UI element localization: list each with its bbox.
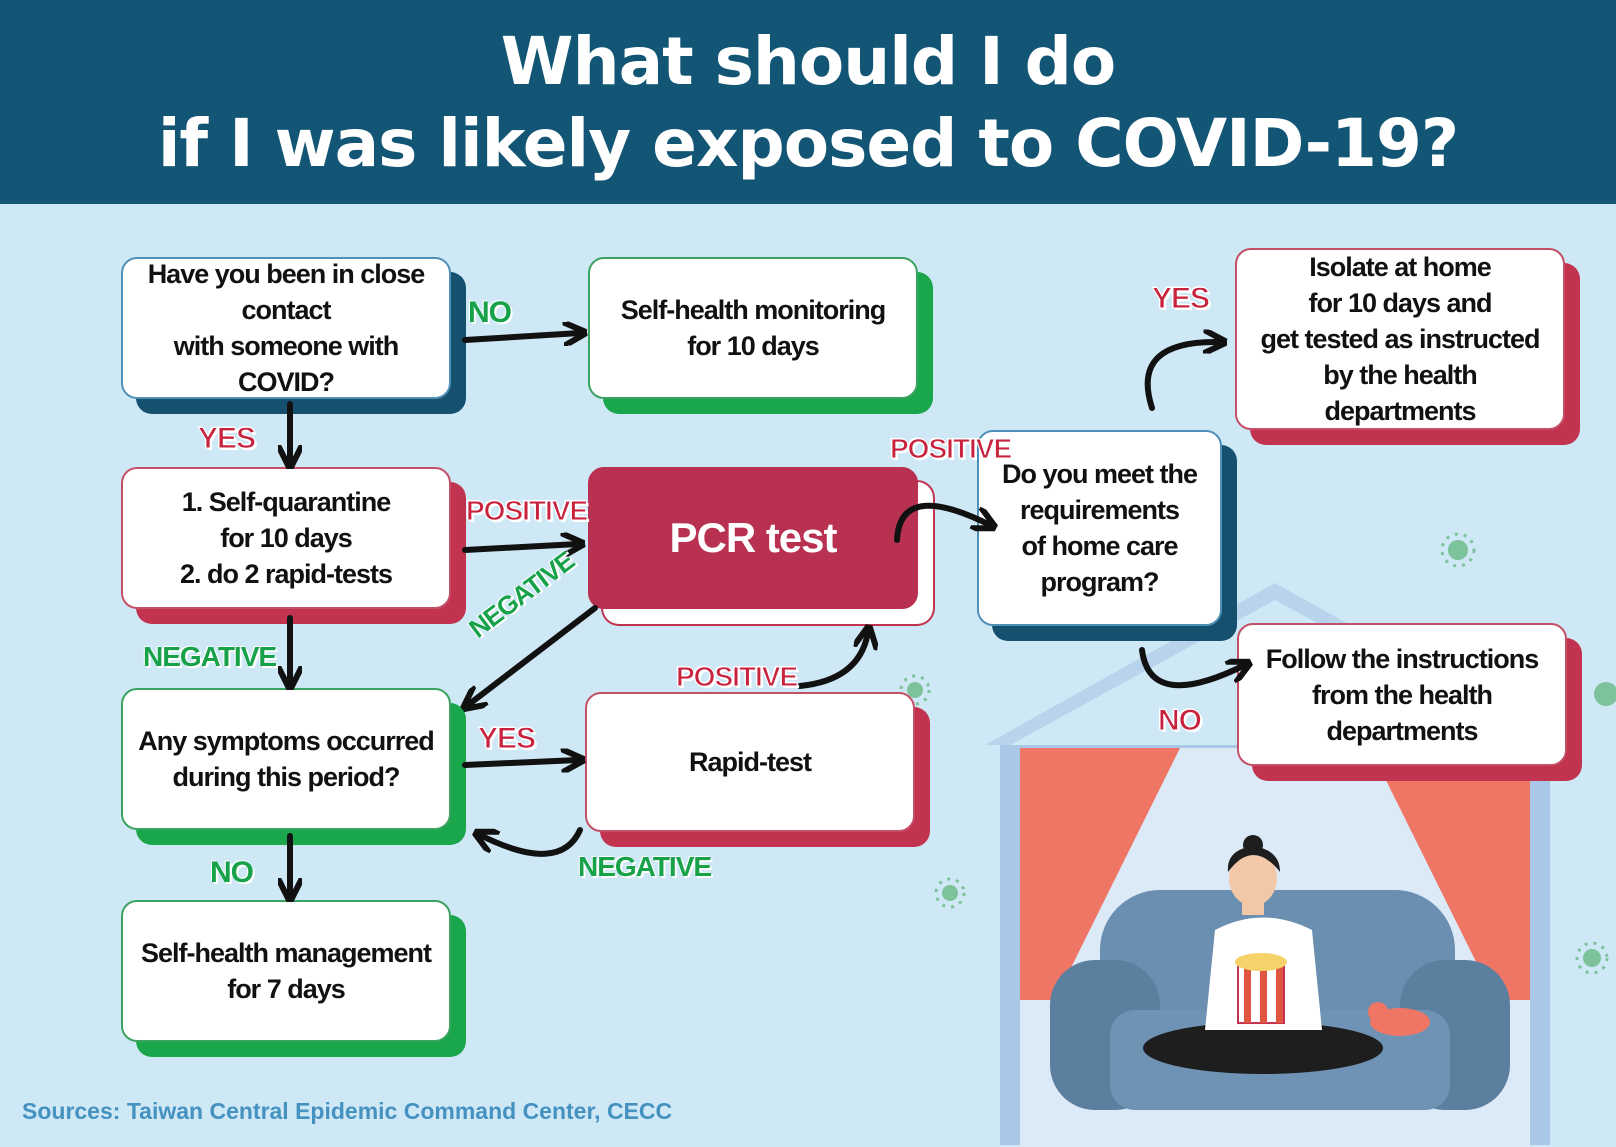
- self-management-box: Self-health management for 7 days: [121, 900, 451, 1042]
- label-positive: POSITIVE: [889, 433, 1012, 465]
- virus-icon: [1440, 532, 1476, 568]
- isolate-box: Isolate at home for 10 days and get test…: [1235, 248, 1565, 430]
- arrow-icon: [797, 632, 868, 689]
- follow-instructions-box: Follow the instructions from the health …: [1237, 623, 1567, 766]
- source-credit: Sources: Taiwan Central Epidemic Command…: [22, 1098, 673, 1124]
- close-contact-box: Have you been in close contact with some…: [121, 257, 451, 399]
- arrow-icon: [1144, 342, 1220, 411]
- label-positive: POSITIVE: [675, 661, 798, 693]
- label-no: NO: [1158, 704, 1203, 738]
- virus-icon: [899, 674, 931, 706]
- self-monitoring-box: Self-health monitoring for 10 days: [588, 257, 918, 399]
- pcr-test-box: PCR test: [588, 467, 918, 609]
- virus-icon: [1575, 941, 1609, 975]
- virus-icon: [934, 877, 966, 909]
- label-no: NO: [468, 296, 512, 329]
- cat-icon: [1368, 1002, 1430, 1036]
- label-no: NO: [210, 856, 254, 889]
- header-banner: What should I do if I was likely exposed…: [0, 0, 1616, 204]
- home-care-box: Do you meet the requirements of home car…: [977, 430, 1222, 626]
- title-line-1: What should I do: [500, 23, 1116, 100]
- arrow-icon: [894, 502, 990, 543]
- title-line-2: if I was likely exposed to COVID-19?: [157, 105, 1459, 182]
- arrow-icon: [1139, 647, 1245, 689]
- arrow-icon: [480, 827, 583, 857]
- label-negative: NEGATIVE: [578, 851, 712, 882]
- label-yes: YES: [1151, 282, 1210, 316]
- label-positive: POSITIVE: [465, 495, 588, 527]
- virus-icon: [1594, 682, 1616, 706]
- arrow-icon: [468, 605, 598, 705]
- label-yes: YES: [197, 422, 256, 456]
- label-yes: YES: [477, 722, 536, 756]
- label-negative: NEGATIVE: [143, 641, 277, 672]
- rapid-test-box: Rapid-test: [585, 692, 915, 832]
- arrow-icon: [462, 760, 578, 765]
- woman-icon: [1143, 835, 1383, 1074]
- self-quarantine-box: 1. Self-quarantine for 10 days 2. do 2 r…: [121, 467, 451, 609]
- arrow-icon: [462, 333, 580, 340]
- arrow-icon: [462, 544, 578, 550]
